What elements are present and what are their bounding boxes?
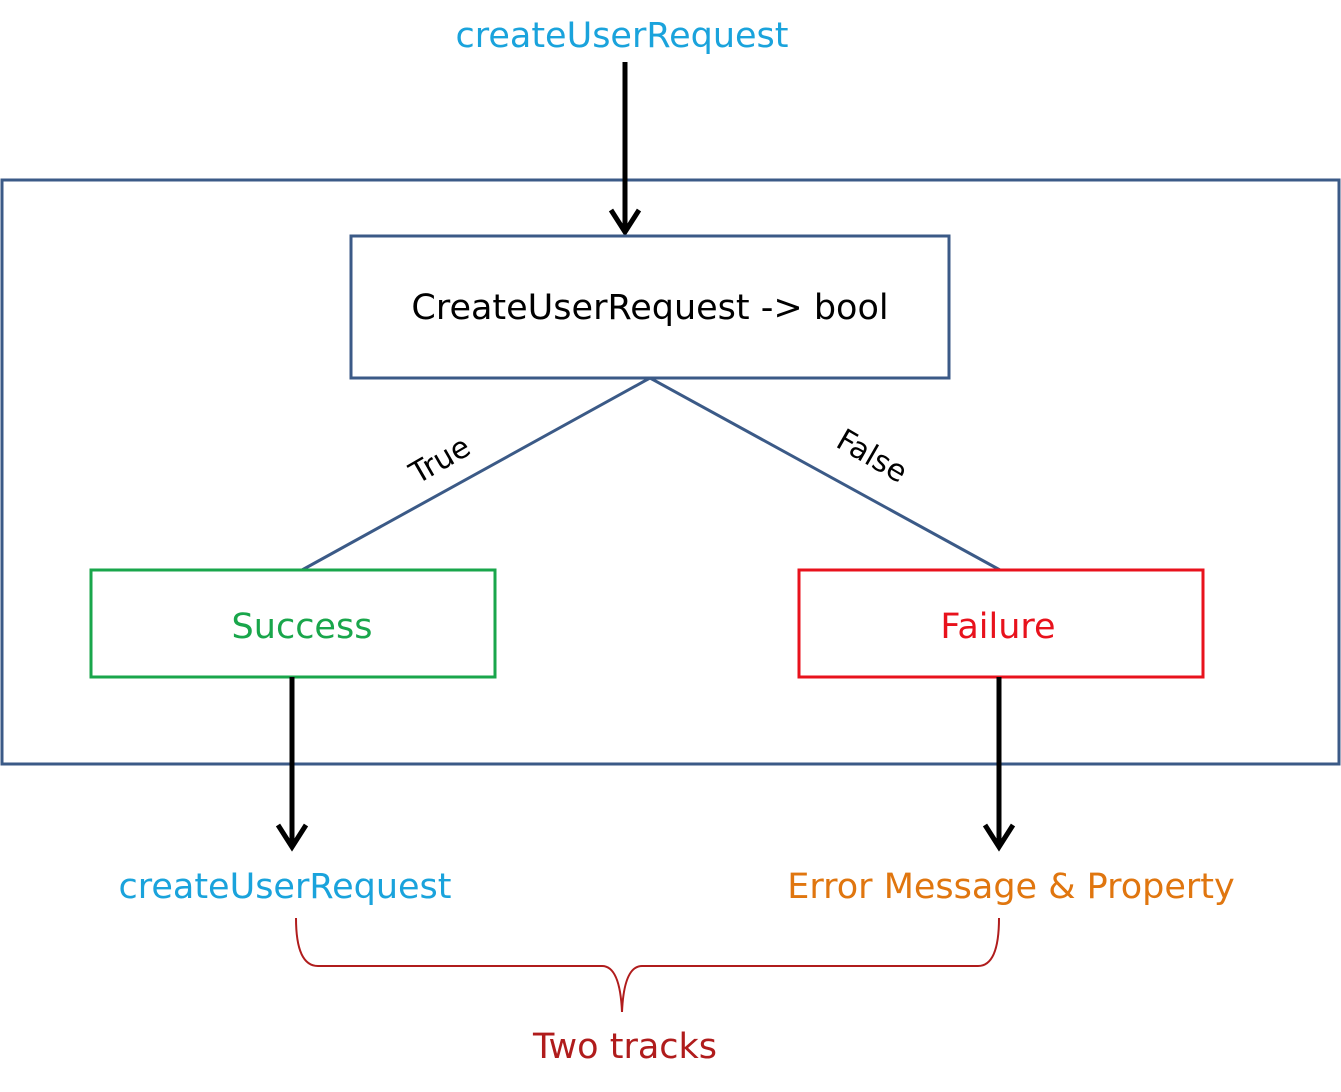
input-arrow-head: [608, 208, 642, 237]
failure-arrow-head: [982, 823, 1016, 852]
input-label: createUserRequest: [455, 16, 788, 56]
predicate-box: [349, 234, 951, 380]
predicate-label: CreateUserRequest -> bool: [411, 288, 888, 328]
success-box: [89, 568, 497, 679]
outer-frame: [0, 178, 1341, 766]
two-tracks-bracket: [295, 917, 1000, 1013]
success-arrow-head: [275, 823, 309, 852]
true-branch-label: True: [403, 429, 477, 492]
false-branch-line: [649, 376, 1001, 572]
false-branch-label: False: [830, 422, 913, 490]
two-tracks-label: Two tracks: [532, 1027, 717, 1067]
failure-label: Failure: [940, 607, 1055, 647]
success-label: Success: [232, 607, 373, 647]
true-branch-line: [301, 376, 651, 572]
failure-output-label: Error Message & Property: [787, 867, 1234, 907]
failure-box: [797, 568, 1205, 679]
success-output-label: createUserRequest: [118, 867, 451, 907]
